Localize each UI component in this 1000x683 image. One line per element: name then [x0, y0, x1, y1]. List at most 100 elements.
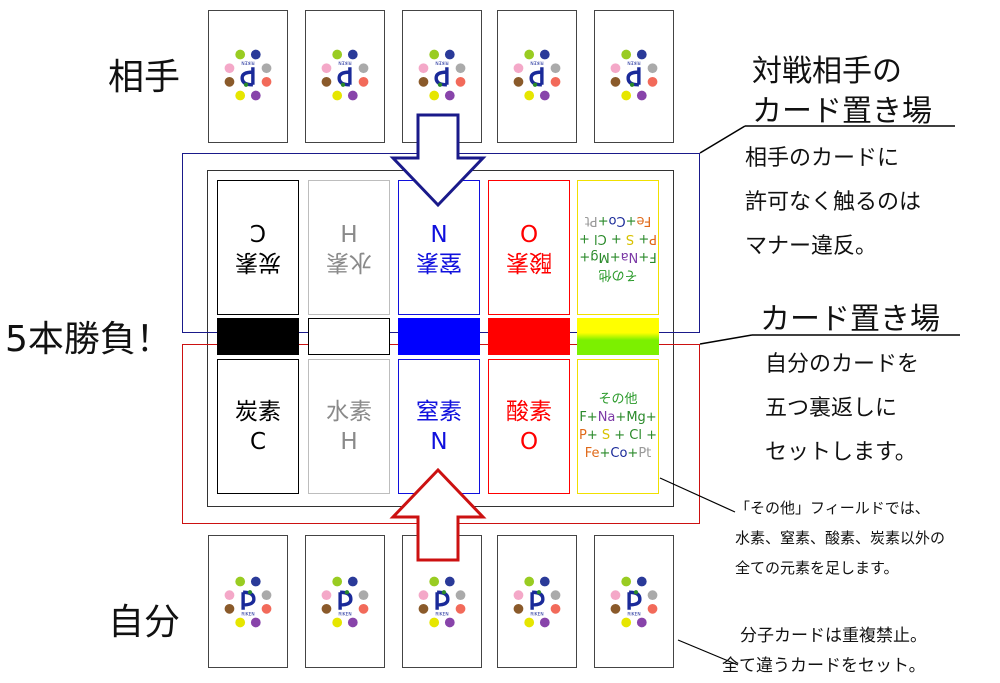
riken-logo: RIKEN	[529, 59, 544, 87]
card-back-art: RIKEN	[224, 576, 272, 628]
molecule-note-line-2: 全て違うカードをセット。	[722, 656, 926, 676]
best-of-five-label: 5本勝負！	[5, 319, 172, 360]
element-dot	[347, 617, 358, 628]
element-dot	[321, 76, 332, 87]
self-card-back-1[interactable]: RIKEN	[208, 535, 288, 668]
opponent-area-title-1: 対戦相手の	[752, 54, 902, 89]
field-name: 窒素	[416, 398, 462, 425]
self-card-back-2[interactable]: RIKEN	[305, 535, 385, 668]
field-name: 水素	[326, 398, 372, 425]
opponent-area-title-2: カード置き場	[752, 94, 932, 129]
opponent-card-back-5[interactable]: RIKEN	[594, 10, 674, 143]
other-title: その他	[598, 391, 638, 407]
element-dot	[429, 49, 440, 60]
field-symbol: C	[249, 428, 267, 455]
element-dot	[455, 603, 466, 614]
element-dot	[621, 90, 632, 101]
element-dot	[610, 603, 621, 614]
self-field-oxygen[interactable]: 酸素 O	[488, 359, 570, 494]
other-leader-line	[659, 477, 736, 513]
element-dot	[429, 90, 440, 101]
element-dot	[513, 603, 524, 614]
card-back-art: RIKEN	[610, 49, 658, 101]
element-dot	[524, 90, 535, 101]
opponent-card-back-4[interactable]: RIKEN	[497, 10, 577, 143]
molecule-note-line-1: 分子カードは重複禁止。	[740, 626, 927, 646]
element-dot	[647, 603, 658, 614]
element-dot	[358, 603, 369, 614]
riken-logo: RIKEN	[434, 59, 449, 87]
svg-text:RIKEN: RIKEN	[338, 612, 351, 618]
bar-nitrogen	[398, 318, 480, 355]
element-dot	[418, 590, 429, 601]
svg-text:RIKEN: RIKEN	[627, 59, 640, 65]
other-line-1: F+Na+Mg+	[579, 409, 657, 425]
element-dot	[539, 576, 550, 587]
element-dot	[513, 63, 524, 74]
element-dot	[550, 76, 561, 87]
card-back-art: RIKEN	[513, 49, 561, 101]
element-dot	[636, 49, 647, 60]
element-dot	[224, 76, 235, 87]
element-dot	[524, 576, 535, 587]
element-dot	[636, 90, 647, 101]
opponent-leader-line	[699, 125, 746, 154]
element-dot	[347, 576, 358, 587]
riken-logo: RIKEN	[338, 590, 353, 618]
element-dot	[224, 590, 235, 601]
element-dot	[550, 63, 561, 74]
element-dot	[358, 76, 369, 87]
element-dot	[647, 76, 658, 87]
field-name: 酸素	[506, 398, 552, 425]
self-note-line-1: 自分のカードを	[765, 352, 920, 377]
element-dot	[647, 590, 658, 601]
element-dot	[610, 590, 621, 601]
element-dot	[636, 576, 647, 587]
riken-logo: RIKEN	[627, 590, 642, 618]
svg-text:RIKEN: RIKEN	[435, 612, 448, 618]
card-back-art: RIKEN	[513, 576, 561, 628]
opponent-note-line-2: 許可なく触るのは	[745, 190, 922, 215]
element-dot	[358, 63, 369, 74]
self-field-carbon[interactable]: 炭素 C	[217, 359, 299, 494]
element-dot	[621, 576, 632, 587]
bar-carbon	[217, 318, 299, 355]
card-back-art: RIKEN	[418, 49, 466, 101]
element-dot	[235, 576, 246, 587]
element-dot	[250, 617, 261, 628]
element-dot	[332, 49, 343, 60]
element-dot	[332, 576, 343, 587]
opponent-card-back-2[interactable]: RIKEN	[305, 10, 385, 143]
riken-logo: RIKEN	[240, 59, 255, 87]
opponent-card-back-1[interactable]: RIKEN	[208, 10, 288, 143]
element-dot	[444, 49, 455, 60]
element-dot	[429, 617, 440, 628]
element-dot	[455, 590, 466, 601]
element-dot	[332, 90, 343, 101]
element-dot	[539, 49, 550, 60]
self-field-hydrogen[interactable]: 水素 H	[308, 359, 390, 494]
element-dot	[621, 617, 632, 628]
element-dot	[235, 90, 246, 101]
element-dot	[429, 576, 440, 587]
other-note-line-3: 全ての元素を足します。	[735, 559, 899, 577]
self-card-back-5[interactable]: RIKEN	[594, 535, 674, 668]
self-field-other[interactable]: その他 F+Na+Mg+ P+ S + Cl + Fe+Co+Pt	[577, 359, 659, 494]
element-dot	[444, 90, 455, 101]
bar-oxygen	[488, 318, 570, 355]
svg-text:RIKEN: RIKEN	[435, 59, 448, 65]
self-leader-line	[699, 334, 753, 345]
other-field-note: 「その他」フィールドでは、 水素、窒素、酸素、炭素以外の 全ての元素を足します。	[735, 493, 945, 583]
card-back-art: RIKEN	[418, 576, 466, 628]
element-dot	[418, 603, 429, 614]
up-arrow-icon	[389, 467, 487, 562]
element-dot	[550, 590, 561, 601]
self-card-back-4[interactable]: RIKEN	[497, 535, 577, 668]
self-note-line-2: 五つ裏返しに	[765, 396, 898, 421]
card-back-art: RIKEN	[321, 576, 369, 628]
card-back-art: RIKEN	[224, 49, 272, 101]
other-note-line-2: 水素、窒素、酸素、炭素以外の	[735, 529, 946, 547]
other-note-line-1: 「その他」フィールドでは、	[735, 499, 930, 517]
element-dot	[235, 49, 246, 60]
